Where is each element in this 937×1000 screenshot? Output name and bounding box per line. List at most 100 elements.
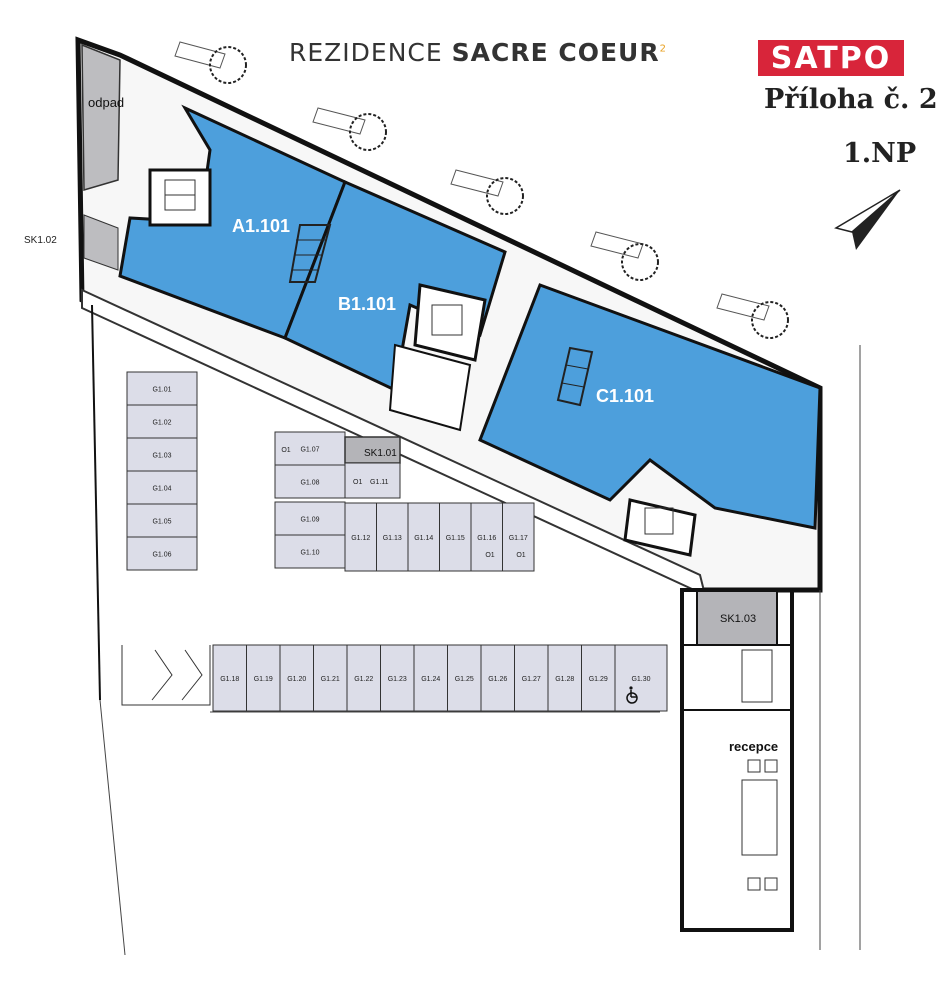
staircase-icon (741, 779, 778, 856)
parking-bay-label: G1.23 (388, 676, 407, 683)
staircase-icon (413, 283, 487, 362)
parking-bay-label: G1.08 (300, 480, 319, 487)
parking-bay (246, 644, 281, 712)
parking-bay-label: G1.26 (488, 676, 507, 683)
parking-bay (470, 502, 503, 572)
staircase-icon (623, 498, 697, 557)
right-wing-outline (680, 588, 794, 932)
parking-bay (581, 644, 616, 712)
parking-bay-label: G1.07 (300, 447, 319, 454)
parking-bay (126, 371, 198, 406)
title-superscript: 2 (659, 43, 667, 55)
parking-bay-label: G1.21 (321, 676, 340, 683)
furniture (747, 759, 761, 773)
tree-icon (716, 293, 789, 339)
ramp-arrow (151, 649, 173, 701)
unit-b1101-area (283, 179, 507, 393)
parking-bay-label: G1.17 (509, 535, 528, 542)
title-bold: SACRE COEUR (451, 38, 660, 67)
parking-bay (514, 644, 549, 712)
storage-sk103-room (696, 589, 778, 646)
satpo-logo: SATPO (758, 40, 904, 76)
parking-bay-label: G1.10 (300, 550, 319, 557)
storage-sk101-label: SK1.01 (364, 448, 397, 459)
attachment-label: Příloha č. 2 (764, 84, 937, 115)
staircase-icon (556, 346, 594, 407)
parking-bay-label: G1.14 (414, 535, 433, 542)
garage-wall (99, 699, 126, 956)
parking-bay-label: G1.29 (589, 676, 608, 683)
parking-bay-label: G1.05 (152, 519, 171, 526)
parking-owner-label: O1 (485, 552, 494, 559)
parking-bay (274, 431, 346, 466)
unit-c1101-label: C1.101 (596, 386, 654, 406)
waste-room-label: odpad (88, 95, 124, 110)
unit-a1101-label: A1.101 (232, 216, 290, 236)
parking-g111-o-label: O1 (353, 479, 362, 486)
bathroom-block (388, 343, 472, 432)
tree-icon (450, 169, 524, 215)
garage-wall (91, 304, 101, 701)
garage-bottom-row: G1.18 G1.19 G1.20 G1.21 G1.22 G1.23 G1.24 G1.25… (212, 644, 668, 712)
parking-bay-label: G1.24 (421, 676, 440, 683)
unit-b1101-label: B1.101 (338, 294, 396, 314)
parking-bay (212, 644, 247, 712)
parking-bay (480, 644, 515, 712)
project-title: REZIDENCE SACRE COEUR2 (289, 38, 667, 67)
reception-label: recepce (729, 739, 778, 754)
title-prefix: REZIDENCE (289, 38, 443, 67)
storage-sk103-label: SK1.03 (720, 613, 756, 625)
furniture (747, 877, 761, 891)
parking-bay-label: G1.25 (455, 676, 474, 683)
parking-bay (614, 644, 668, 712)
parking-g111 (344, 462, 401, 499)
parking-bay (376, 502, 409, 572)
waste-room (81, 43, 121, 191)
parking-bay-label: G1.01 (152, 387, 171, 394)
parking-bay (126, 536, 198, 571)
elevator (741, 649, 773, 703)
parking-bay-label: G1.09 (300, 517, 319, 524)
parking-bay (313, 644, 348, 712)
parking-owner-label: O1 (516, 552, 525, 559)
staircase-icon (148, 168, 212, 227)
parking-bay-label: G1.20 (287, 676, 306, 683)
parking-bay-label: G1.12 (351, 535, 370, 542)
staircase-icon (288, 224, 332, 283)
parking-bay-label: G1.03 (152, 453, 171, 460)
parking-bay-label: G1.06 (152, 552, 171, 559)
parking-g111-label: G1.11 (370, 479, 389, 486)
parking-bay-label: G1.15 (446, 535, 465, 542)
parking-bay (274, 464, 346, 499)
ramp-arrow (181, 649, 203, 701)
furniture (764, 877, 778, 891)
parking-bay (126, 404, 198, 439)
parking-bay-label: G1.30 (631, 676, 650, 683)
parking-bay-label: G1.22 (354, 676, 373, 683)
parking-bay (502, 502, 535, 572)
parking-bay (439, 502, 472, 572)
parking-bay (279, 644, 314, 712)
tree-icon (174, 41, 247, 84)
unit-c1101-area (478, 283, 822, 530)
furniture (764, 759, 778, 773)
north-arrow-icon (834, 189, 901, 250)
parking-bay (346, 644, 381, 712)
ramp-outline (121, 645, 211, 706)
parking-bay (274, 534, 346, 569)
parking-bay-label: G1.04 (152, 486, 171, 493)
tree-icon (312, 107, 387, 151)
parking-owner-label: O1 (281, 447, 290, 454)
parking-bay-label: G1.18 (220, 676, 239, 683)
parking-bay-label: G1.19 (254, 676, 273, 683)
storage-sk102-label: SK1.02 (24, 235, 57, 246)
storage-sk102-room (83, 214, 119, 271)
parking-bay-label: G1.02 (152, 420, 171, 427)
parking-bay-label: G1.16 (477, 535, 496, 542)
parking-bay (413, 644, 448, 712)
parking-bay (447, 644, 482, 712)
